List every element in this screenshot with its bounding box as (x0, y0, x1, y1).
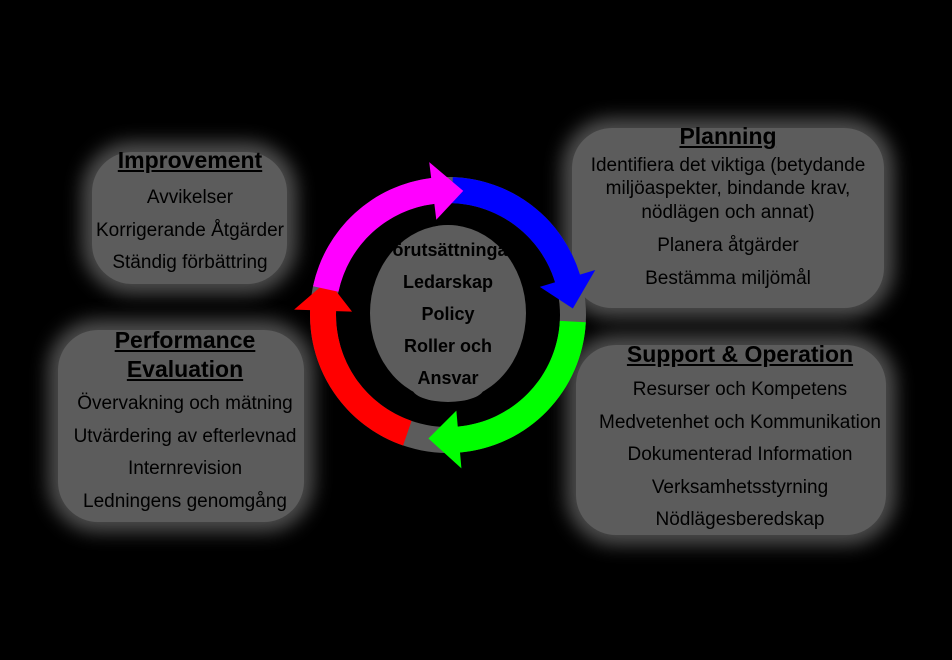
improvement-background (92, 152, 287, 284)
support-item-2: Medvetenhet och Kommunikation (599, 411, 881, 433)
center-line-2: Ledarskap (402, 272, 494, 292)
improvement-block: Improvement Avvikelser Korrigerande Åtgä… (60, 146, 320, 280)
performance-title-line-2: Evaluation (126, 356, 244, 382)
center-blob-top (424, 225, 472, 245)
center-line-1: Förutsättningar (381, 240, 515, 260)
performance-background (58, 330, 304, 522)
arrow-planning (451, 177, 596, 309)
performance-block: Performance Evaluation Övervakning och m… (30, 326, 340, 518)
planning-item-4: Planera åtgärder (657, 235, 799, 256)
performance-title-line-1: Performance (114, 327, 256, 353)
arrow-performance (294, 280, 412, 446)
planning-background (572, 128, 884, 308)
improvement-item-3: Ständig förbättring (112, 252, 268, 273)
support-item-1: Resurser och Kompetens (632, 379, 848, 400)
support-item-3: Dokumenterad Information (627, 444, 853, 465)
planning-item-2: miljöaspekter, bindande krav, (605, 178, 851, 199)
performance-item-1: Övervakning och mätning (77, 393, 293, 414)
center-blob (370, 225, 526, 401)
support-item-4: Verksamhetsstyrning (651, 476, 829, 498)
planning-item-1: Identifiera det viktiga (betydande (590, 155, 866, 176)
planning-item-3: nödlägen och annat) (641, 202, 815, 223)
center-line-3: Policy (421, 304, 475, 324)
planning-block: Planning Identifiera det viktiga (betyda… (553, 122, 903, 295)
support-block: Support & Operation Resurser och Kompete… (555, 340, 925, 537)
arrow-support (428, 320, 586, 469)
center-text: Förutsättningar Ledarskap Policy Roller … (345, 234, 551, 394)
center-line-5: Ansvar (417, 368, 479, 388)
support-title: Support & Operation (626, 341, 854, 367)
planning-item-5: Bestämma miljömål (645, 267, 811, 289)
performance-item-3: Internrevision (127, 458, 243, 479)
support-item-5: Nödlägesberedskap (655, 509, 825, 530)
support-background (576, 345, 886, 535)
center-blob-bottom (412, 374, 484, 402)
improvement-item-1: Avvikelser (146, 187, 234, 208)
performance-item-2: Utvärdering av efterlevnad (73, 425, 297, 447)
improvement-item-2: Korrigerande Åtgärder (96, 219, 284, 241)
performance-item-4: Ledningens genomgång (83, 490, 287, 512)
planning-title: Planning (679, 123, 777, 149)
center-line-4: Roller och (403, 336, 492, 356)
arrow-improvement (313, 162, 464, 292)
improvement-title: Improvement (117, 147, 263, 173)
